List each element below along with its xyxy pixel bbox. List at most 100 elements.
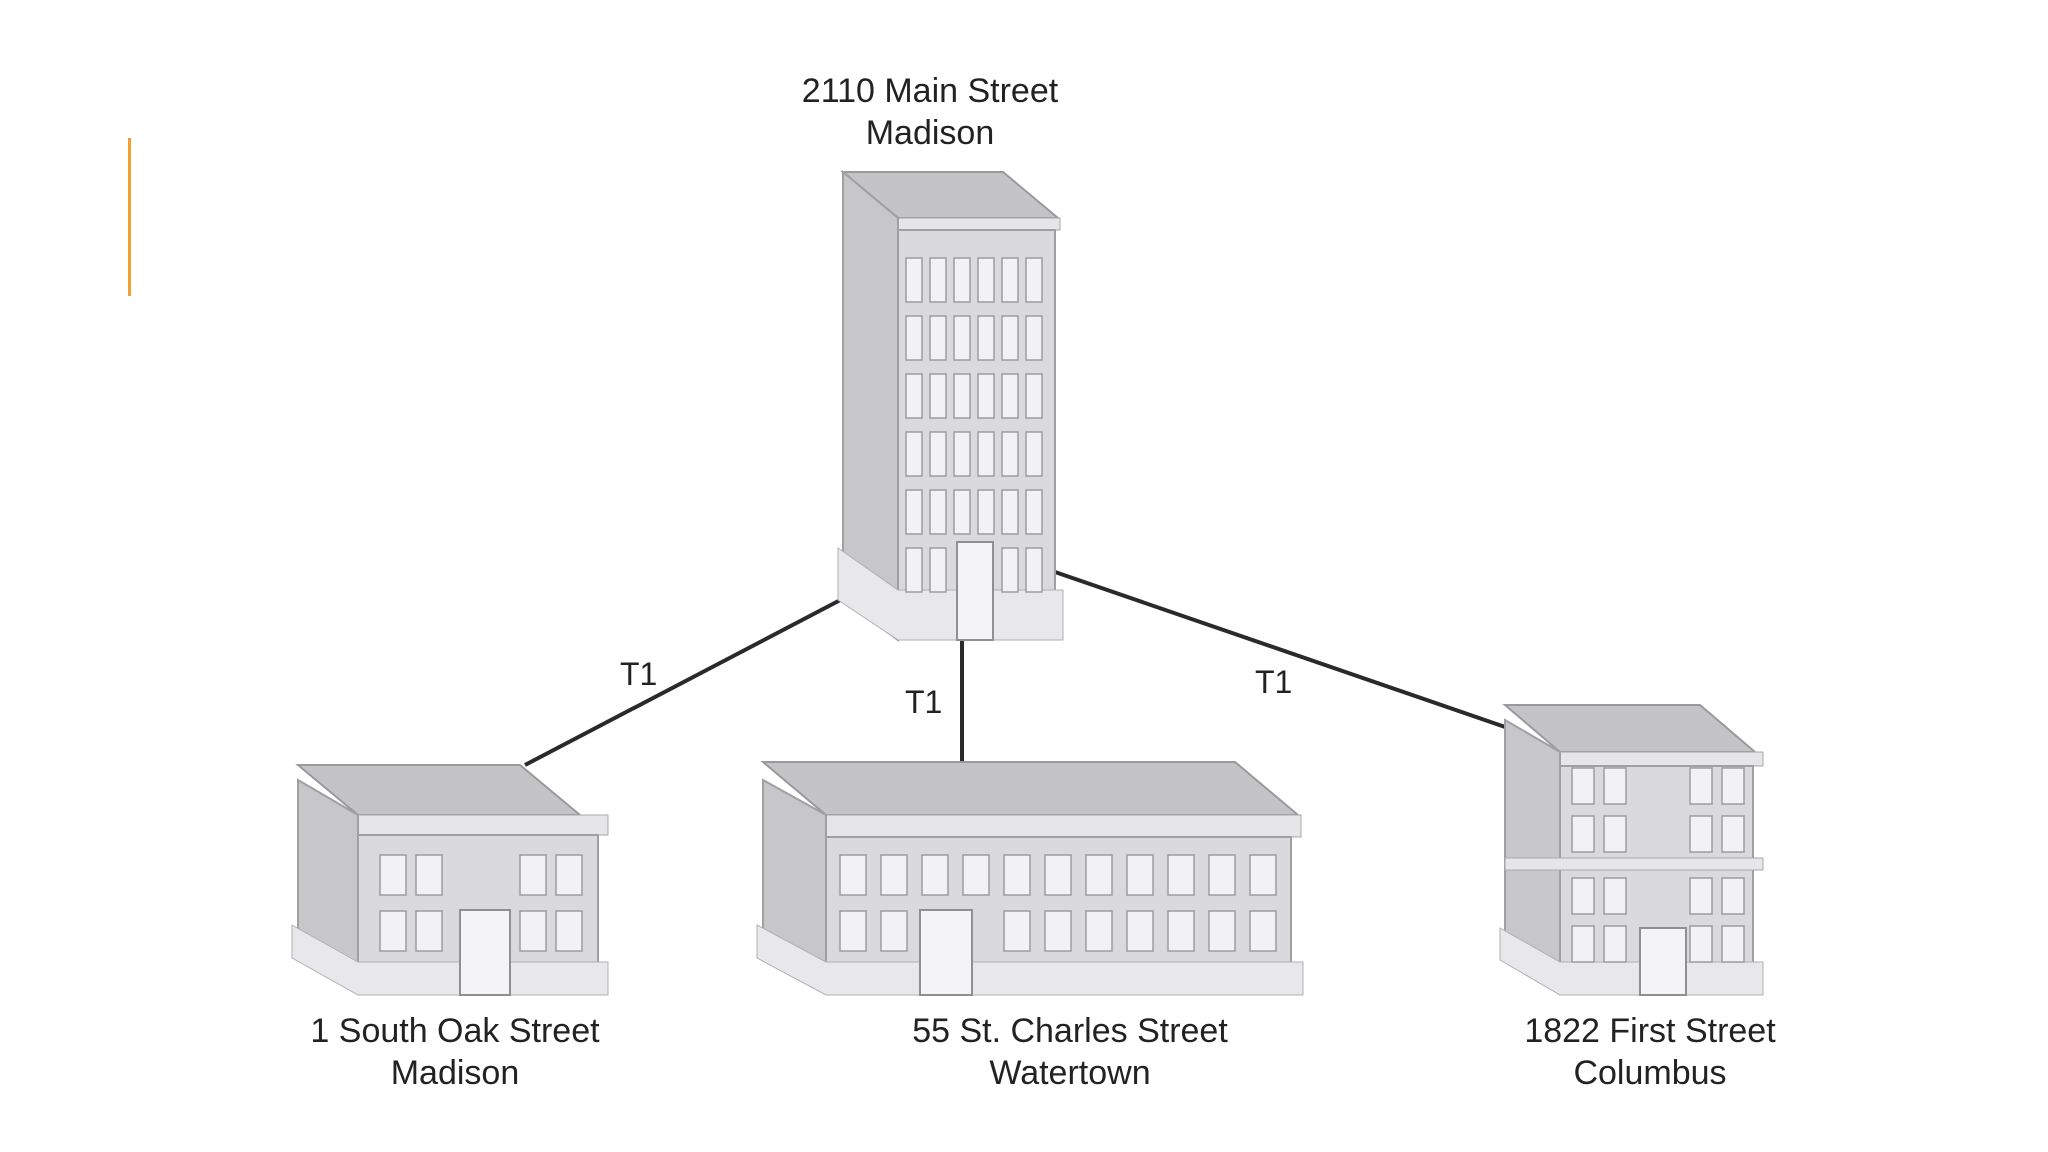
window-pane bbox=[1572, 878, 1594, 914]
window-pane bbox=[1086, 855, 1112, 895]
window-pane bbox=[954, 374, 970, 418]
window-pane bbox=[922, 855, 948, 895]
window-pane bbox=[906, 432, 922, 476]
site-city: Madison bbox=[280, 1052, 630, 1094]
window-pane bbox=[978, 258, 994, 302]
link-label: T1 bbox=[1255, 664, 1292, 700]
window-pane bbox=[978, 490, 994, 534]
window-pane bbox=[1026, 548, 1042, 592]
window-pane bbox=[1209, 855, 1235, 895]
window-pane bbox=[1026, 374, 1042, 418]
site-street: 55 St. Charles Street bbox=[880, 1010, 1260, 1052]
site-address-label: 1822 First Street Columbus bbox=[1480, 1010, 1820, 1094]
window-pane bbox=[1572, 768, 1594, 804]
window-pane bbox=[930, 316, 946, 360]
window-pane bbox=[978, 432, 994, 476]
hq-street: 2110 Main Street bbox=[780, 70, 1080, 112]
window-pane bbox=[556, 855, 582, 895]
window-pane bbox=[906, 374, 922, 418]
window-pane bbox=[840, 855, 866, 895]
window-pane bbox=[1690, 926, 1712, 962]
site-building-icon bbox=[292, 765, 608, 995]
site-building-icon bbox=[757, 762, 1303, 995]
window-pane bbox=[416, 855, 442, 895]
window-pane bbox=[930, 490, 946, 534]
window-pane bbox=[906, 548, 922, 592]
window-pane bbox=[1209, 911, 1235, 951]
site-city: Watertown bbox=[880, 1052, 1260, 1094]
site-address-label: 55 St. Charles Street Watertown bbox=[880, 1010, 1260, 1094]
window-pane bbox=[1168, 911, 1194, 951]
hq-city: Madison bbox=[780, 112, 1080, 154]
window-pane bbox=[1690, 768, 1712, 804]
window-pane bbox=[881, 855, 907, 895]
window-pane bbox=[1004, 911, 1030, 951]
site-city: Columbus bbox=[1480, 1052, 1820, 1094]
window-pane bbox=[1250, 911, 1276, 951]
window-pane bbox=[556, 911, 582, 951]
window-pane bbox=[1722, 816, 1744, 852]
window-pane bbox=[1002, 548, 1018, 592]
link-line-3 bbox=[1055, 572, 1508, 728]
window-pane bbox=[1045, 855, 1071, 895]
link-label: T1 bbox=[905, 684, 942, 720]
window-pane bbox=[1604, 878, 1626, 914]
window-pane bbox=[1026, 490, 1042, 534]
window-pane bbox=[954, 490, 970, 534]
window-pane bbox=[1026, 316, 1042, 360]
window-pane bbox=[1250, 855, 1276, 895]
window-pane bbox=[930, 374, 946, 418]
window-pane bbox=[1127, 911, 1153, 951]
window-pane bbox=[963, 855, 989, 895]
link-line-1 bbox=[525, 596, 848, 765]
window-pane bbox=[906, 490, 922, 534]
window-pane bbox=[1002, 490, 1018, 534]
window-pane bbox=[380, 855, 406, 895]
window-pane bbox=[1604, 926, 1626, 962]
window-pane bbox=[930, 258, 946, 302]
site-address-label: 1 South Oak Street Madison bbox=[280, 1010, 630, 1094]
window-pane bbox=[1722, 878, 1744, 914]
window-pane bbox=[380, 911, 406, 951]
window-pane bbox=[930, 432, 946, 476]
window-pane bbox=[978, 374, 994, 418]
window-pane bbox=[1026, 258, 1042, 302]
window-pane bbox=[954, 432, 970, 476]
window-pane bbox=[1026, 432, 1042, 476]
window-pane bbox=[954, 258, 970, 302]
site-street: 1 South Oak Street bbox=[280, 1010, 630, 1052]
window-pane bbox=[1604, 816, 1626, 852]
hq-address-label: 2110 Main Street Madison bbox=[780, 70, 1080, 154]
window-pane bbox=[1722, 926, 1744, 962]
window-pane bbox=[930, 548, 946, 592]
window-pane bbox=[1002, 316, 1018, 360]
window-pane bbox=[1572, 816, 1594, 852]
window-pane bbox=[1572, 926, 1594, 962]
window-pane bbox=[1045, 911, 1071, 951]
window-pane bbox=[881, 911, 907, 951]
window-pane bbox=[520, 911, 546, 951]
window-pane bbox=[1690, 878, 1712, 914]
window-pane bbox=[1722, 768, 1744, 804]
window-pane bbox=[954, 316, 970, 360]
hq-building-icon bbox=[838, 172, 1063, 640]
window-pane bbox=[416, 911, 442, 951]
link-label: T1 bbox=[620, 656, 657, 692]
window-pane bbox=[906, 316, 922, 360]
window-pane bbox=[1604, 768, 1626, 804]
window-pane bbox=[1002, 258, 1018, 302]
site-building-icon bbox=[1500, 705, 1763, 995]
window-pane bbox=[1168, 855, 1194, 895]
window-pane bbox=[1086, 911, 1112, 951]
window-pane bbox=[520, 855, 546, 895]
site-street: 1822 First Street bbox=[1480, 1010, 1820, 1052]
window-pane bbox=[1127, 855, 1153, 895]
window-pane bbox=[978, 316, 994, 360]
window-pane bbox=[1002, 432, 1018, 476]
window-pane bbox=[1002, 374, 1018, 418]
window-pane bbox=[1690, 816, 1712, 852]
window-pane bbox=[840, 911, 866, 951]
window-pane bbox=[1004, 855, 1030, 895]
